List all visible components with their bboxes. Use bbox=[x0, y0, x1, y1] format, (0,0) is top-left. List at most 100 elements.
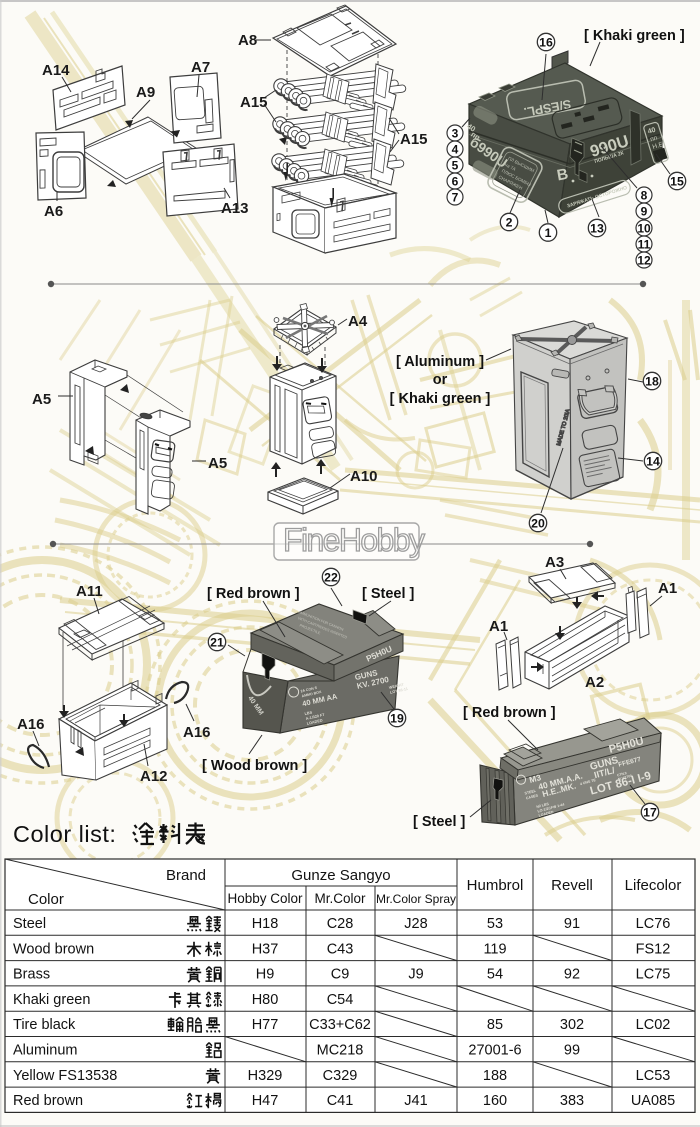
svg-text:A5: A5 bbox=[208, 455, 227, 472]
svg-text:[ Khaki green ]: [ Khaki green ] bbox=[390, 391, 491, 407]
svg-text:H18: H18 bbox=[252, 916, 279, 932]
svg-text:A15: A15 bbox=[400, 131, 428, 148]
svg-text:160: 160 bbox=[483, 1093, 507, 1109]
svg-text:[ Steel ]: [ Steel ] bbox=[362, 586, 415, 602]
svg-text:Khaki green: Khaki green bbox=[13, 992, 90, 1008]
svg-text:188: 188 bbox=[483, 1068, 507, 1084]
svg-text:8: 8 bbox=[641, 189, 648, 203]
svg-text:383: 383 bbox=[560, 1093, 584, 1109]
svg-text:A7: A7 bbox=[191, 59, 210, 76]
svg-text:[ Steel ]: [ Steel ] bbox=[413, 814, 466, 830]
svg-text:Aluminum: Aluminum bbox=[13, 1043, 77, 1059]
svg-text:3: 3 bbox=[452, 127, 459, 141]
svg-text:A12: A12 bbox=[140, 768, 168, 785]
svg-text:пп: пп bbox=[649, 134, 658, 143]
svg-text:Mr.Color Spray: Mr.Color Spray bbox=[376, 892, 456, 906]
svg-text:Steel: Steel bbox=[13, 916, 46, 932]
svg-text:M.V.2700: M.V.2700 bbox=[618, 774, 633, 782]
svg-text:C41: C41 bbox=[327, 1093, 354, 1109]
svg-text:40: 40 bbox=[647, 127, 657, 136]
svg-text:A-1/320 FT: A-1/320 FT bbox=[305, 713, 325, 721]
svg-text:16: 16 bbox=[539, 35, 553, 49]
svg-text:A10: A10 bbox=[350, 468, 378, 485]
svg-text:A3: A3 bbox=[545, 554, 564, 571]
svg-text:85: 85 bbox=[487, 1017, 503, 1033]
svg-text:54: 54 bbox=[487, 967, 503, 983]
svg-text:UA085: UA085 bbox=[631, 1093, 675, 1109]
svg-text:C54: C54 bbox=[327, 992, 354, 1008]
svg-text:A11: A11 bbox=[76, 583, 103, 600]
svg-text:[ Aluminum ]: [ Aluminum ] bbox=[396, 354, 484, 370]
svg-text:[ Wood brown ]: [ Wood brown ] bbox=[202, 758, 307, 774]
svg-text:40: 40 bbox=[465, 122, 477, 134]
svg-text:WEIGHT: WEIGHT bbox=[389, 683, 405, 690]
svg-text:LOADED: LOADED bbox=[306, 718, 323, 725]
svg-text:M3: M3 bbox=[528, 772, 542, 785]
svg-text:A8: A8 bbox=[238, 32, 257, 49]
svg-text:J9: J9 bbox=[408, 967, 423, 983]
svg-text:91: 91 bbox=[564, 916, 580, 932]
svg-text:21: 21 bbox=[210, 635, 224, 649]
svg-text:LBS: LBS bbox=[304, 710, 313, 716]
svg-text:4 UNS TE: 4 UNS TE bbox=[580, 778, 597, 786]
svg-text:4: 4 bbox=[452, 143, 459, 157]
svg-text:1: 1 bbox=[545, 226, 552, 240]
svg-text:[ Red brown ]: [ Red brown ] bbox=[463, 705, 556, 721]
svg-text:Red brown: Red brown bbox=[13, 1093, 83, 1109]
svg-text:A1: A1 bbox=[658, 580, 677, 597]
svg-text:пп: пп bbox=[469, 130, 482, 142]
svg-text:Yellow FS13538: Yellow FS13538 bbox=[13, 1068, 117, 1084]
svg-text:A9: A9 bbox=[136, 84, 155, 101]
svg-text:H77: H77 bbox=[252, 1017, 279, 1033]
svg-text:A4: A4 bbox=[348, 313, 368, 330]
svg-text:FineHobby: FineHobby bbox=[283, 522, 425, 558]
svg-text:LOADED: LOADED bbox=[538, 810, 554, 818]
svg-text:H47: H47 bbox=[252, 1093, 279, 1109]
svg-text:5: 5 bbox=[452, 159, 459, 173]
svg-text:LC75: LC75 bbox=[636, 967, 671, 983]
svg-text:14: 14 bbox=[646, 454, 660, 468]
svg-text:LC02: LC02 bbox=[636, 1017, 671, 1033]
svg-text:A1: A1 bbox=[489, 618, 508, 635]
svg-text:A14: A14 bbox=[42, 62, 70, 79]
svg-text:7: 7 bbox=[452, 191, 459, 205]
svg-text:C329: C329 bbox=[323, 1068, 358, 1084]
svg-text:10: 10 bbox=[637, 222, 651, 236]
svg-text:A13: A13 bbox=[221, 200, 249, 217]
svg-text:18: 18 bbox=[645, 374, 659, 388]
svg-text:A16: A16 bbox=[17, 716, 45, 733]
svg-text:LO-1/2CFW 1-44: LO-1/2CFW 1-44 bbox=[537, 803, 565, 814]
svg-text:на 7А: на 7А bbox=[504, 162, 517, 172]
svg-text:Revell: Revell bbox=[551, 877, 593, 894]
svg-text:FS12: FS12 bbox=[636, 941, 671, 957]
svg-text:A16: A16 bbox=[183, 724, 211, 741]
svg-text:302: 302 bbox=[560, 1017, 584, 1033]
svg-text:H329: H329 bbox=[248, 1068, 283, 1084]
svg-text:12: 12 bbox=[637, 254, 651, 268]
svg-text:53: 53 bbox=[487, 916, 503, 932]
svg-text:C9: C9 bbox=[331, 967, 350, 983]
svg-text:2A CON S: 2A CON S bbox=[300, 686, 318, 694]
svg-text:C43: C43 bbox=[327, 941, 354, 957]
svg-text:20: 20 bbox=[531, 516, 545, 530]
svg-text:J41: J41 bbox=[404, 1093, 427, 1109]
svg-text:Humbrol: Humbrol bbox=[467, 877, 524, 894]
svg-text:AMMO BOX: AMMO BOX bbox=[301, 690, 322, 698]
svg-text:[ Red brown ]: [ Red brown ] bbox=[207, 586, 300, 602]
svg-text:119: 119 bbox=[483, 941, 506, 957]
svg-text:6: 6 bbox=[452, 175, 459, 189]
svg-text:C33+C62: C33+C62 bbox=[309, 1017, 371, 1033]
svg-text:H37: H37 bbox=[252, 941, 279, 957]
svg-text:MC218: MC218 bbox=[317, 1043, 364, 1059]
svg-text:STEEL: STEEL bbox=[524, 789, 537, 796]
svg-text:Color list:: Color list: bbox=[13, 821, 116, 847]
svg-text:Color: Color bbox=[28, 891, 64, 908]
svg-text:N2 LBS: N2 LBS bbox=[536, 802, 550, 809]
svg-text:Tire black: Tire black bbox=[13, 1017, 76, 1033]
svg-text:J28: J28 bbox=[404, 916, 427, 932]
svg-text:Н.Е: Н.Е bbox=[652, 141, 665, 151]
svg-text:Brand: Brand bbox=[166, 867, 206, 884]
svg-text:A6: A6 bbox=[44, 203, 63, 220]
svg-text:LC76: LC76 bbox=[636, 916, 671, 932]
svg-text:C28: C28 bbox=[327, 916, 354, 932]
